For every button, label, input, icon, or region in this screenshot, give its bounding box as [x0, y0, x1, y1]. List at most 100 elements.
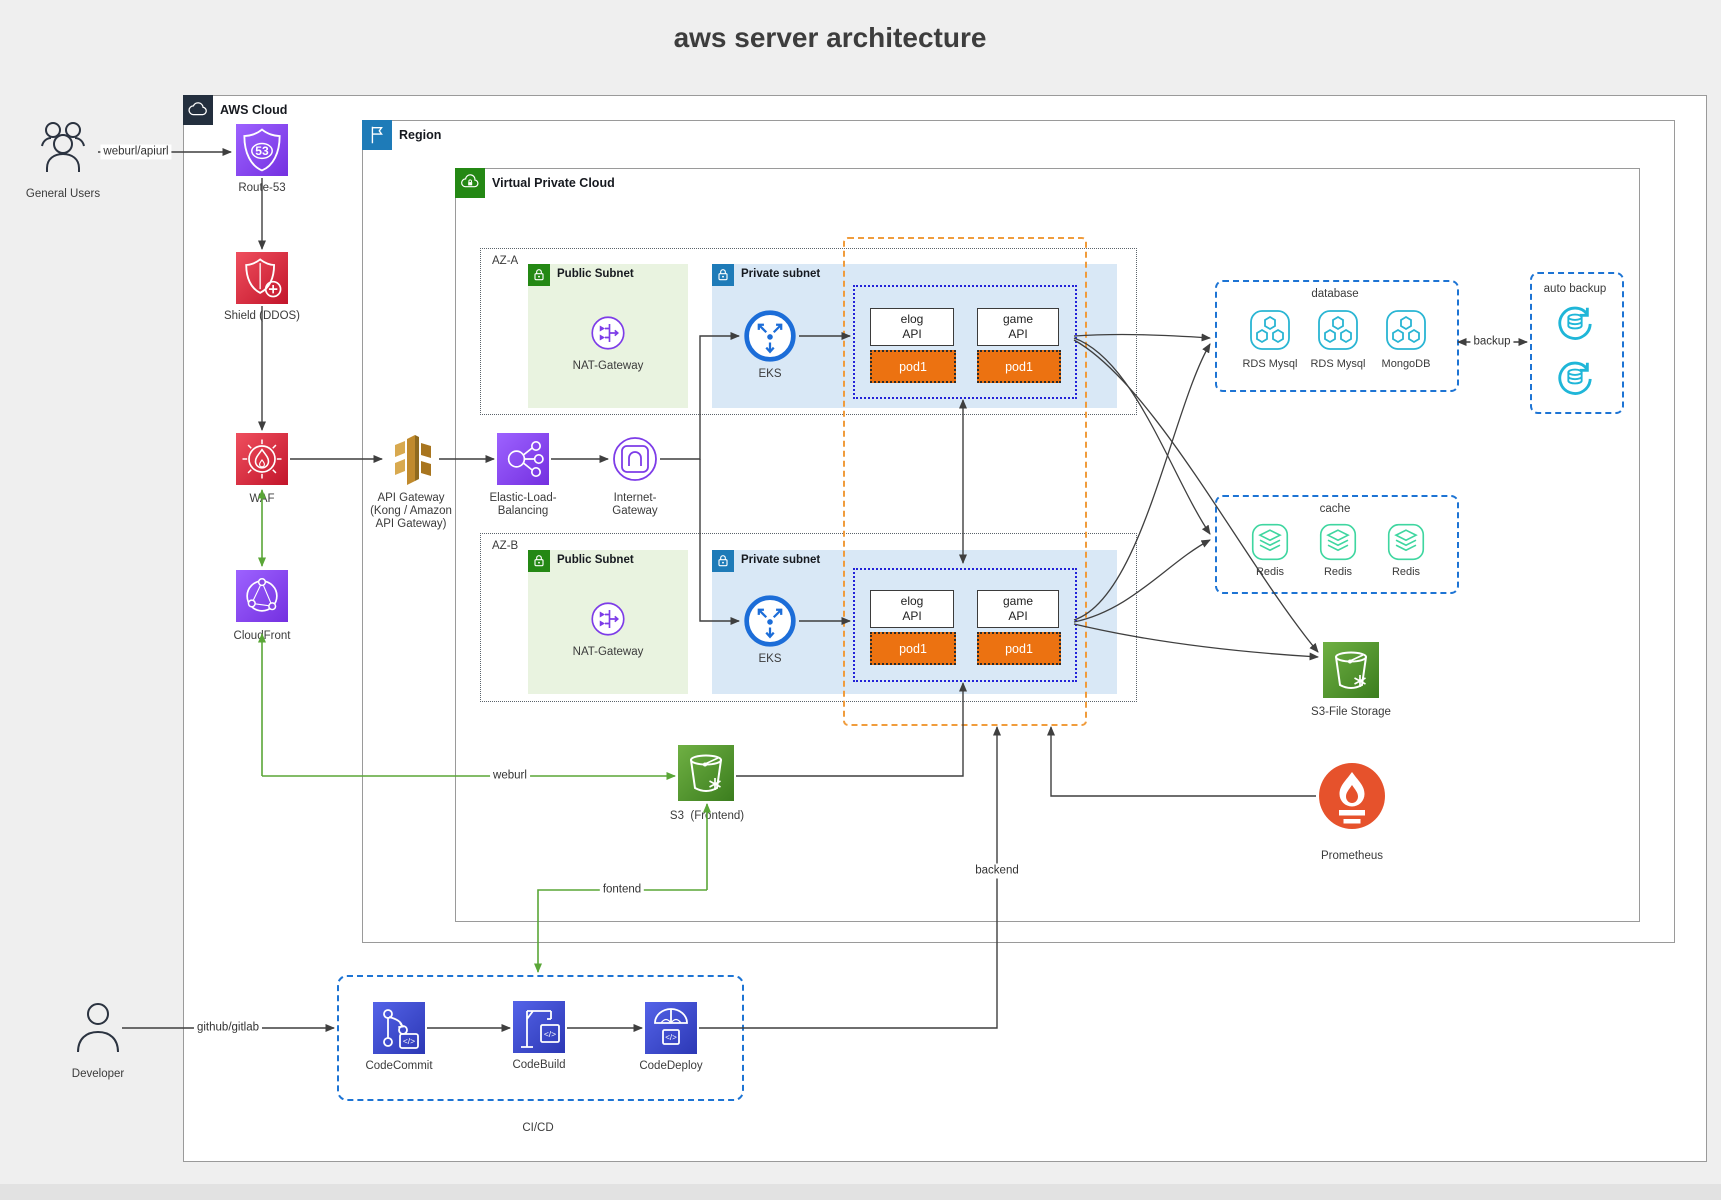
eks-b-icon[interactable]: [742, 593, 798, 649]
game-api-box-b[interactable]: game API: [977, 590, 1059, 628]
database-group-title: database: [1311, 288, 1359, 300]
waf-label: WAF: [249, 493, 275, 505]
codebuild-label: CodeBuild: [512, 1059, 566, 1071]
nat-gateway-a-label: NAT-Gateway: [572, 360, 644, 372]
pod1-box-a1[interactable]: pod1: [870, 350, 956, 383]
backup-restore-icon[interactable]: [1556, 358, 1594, 396]
region-header: Region: [362, 120, 441, 150]
igw-label-1: Internet-: [613, 492, 657, 504]
aws-cloud-icon: [183, 95, 213, 125]
pod1-box-b2[interactable]: pod1: [977, 632, 1061, 665]
public-lock-icon: [528, 550, 550, 572]
s3-frontend-label: S3 (Frontend): [669, 810, 745, 822]
eks-a-icon[interactable]: [742, 308, 798, 364]
s3-file-storage-icon[interactable]: [1323, 642, 1379, 698]
elog-api-box-a[interactable]: elog API: [870, 308, 954, 346]
pod1-label: pod1: [1005, 641, 1033, 656]
rds-mysql-label-1: RDS Mysql: [1242, 358, 1298, 370]
page-title: aws server architecture: [673, 22, 987, 53]
auto-backup-title: auto backup: [1543, 283, 1607, 295]
vpc-label: Virtual Private Cloud: [492, 176, 615, 190]
pod1-box-b1[interactable]: pod1: [870, 632, 956, 665]
game-api-line1: game: [1002, 312, 1034, 326]
cloudfront-label: CloudFront: [233, 630, 291, 642]
public-subnet-b-header: Public Subnet: [528, 550, 634, 572]
elog-api-line2: API: [902, 327, 922, 341]
rds-mysql-icon[interactable]: [1316, 308, 1360, 352]
elb-label-1: Elastic-Load-: [489, 492, 557, 504]
private-subnet-a-header: Private subnet: [712, 264, 820, 286]
game-api-line2: API: [1008, 609, 1028, 623]
codecommit-icon[interactable]: </>: [373, 1002, 425, 1054]
pod1-label: pod1: [1005, 359, 1033, 374]
svg-text:</>: </>: [403, 1036, 415, 1046]
edge-label-github-gitlab: github/gitlab: [193, 1020, 263, 1036]
game-api-line2: API: [1008, 327, 1028, 341]
edge-label-weburl: weburl: [490, 768, 530, 784]
elog-api-line2: API: [902, 609, 922, 623]
edge-label-fontend: fontend: [599, 882, 645, 898]
redis-label-1: Redis: [1255, 566, 1285, 578]
general-users-label: General Users: [25, 188, 101, 200]
edge-label-weburl-apiurl: weburl/apiurl: [100, 144, 172, 160]
pod1-label: pod1: [899, 641, 927, 656]
shield-ddos-icon[interactable]: [236, 252, 288, 304]
public-lock-icon: [528, 264, 550, 286]
backup-restore-icon[interactable]: [1556, 303, 1594, 341]
route53-label: Route-53: [238, 182, 286, 194]
game-api-box-a[interactable]: game API: [977, 308, 1059, 346]
internet-gateway-icon[interactable]: [611, 435, 659, 483]
svg-text:53: 53: [255, 144, 269, 158]
eks-b-label: EKS: [758, 653, 782, 665]
route53-icon[interactable]: 53: [236, 124, 288, 176]
elastic-load-balancing-icon[interactable]: [497, 433, 549, 485]
svg-text:</>: </>: [544, 1029, 556, 1039]
codedeploy-icon[interactable]: </>: [645, 1002, 697, 1054]
elog-api-box-b[interactable]: elog API: [870, 590, 954, 628]
aws-cloud-label: AWS Cloud: [220, 103, 288, 117]
aws-cloud-header: AWS Cloud: [183, 95, 287, 125]
redis-icon[interactable]: [1250, 522, 1290, 562]
private-lock-icon: [712, 264, 734, 286]
codedeploy-label: CodeDeploy: [639, 1060, 703, 1072]
cloudfront-icon[interactable]: [236, 570, 288, 622]
nat-gateway-a-icon[interactable]: [590, 315, 626, 351]
elog-api-line1: elog: [900, 312, 924, 326]
redis-label-2: Redis: [1323, 566, 1353, 578]
svg-text:</>: </>: [665, 1033, 677, 1042]
region-label: Region: [399, 128, 442, 142]
pod1-box-a2[interactable]: pod1: [977, 350, 1061, 383]
public-subnet-a-header: Public Subnet: [528, 264, 634, 286]
redis-icon[interactable]: [1318, 522, 1358, 562]
vpc-cloud-icon: [455, 168, 485, 198]
api-gateway-label-1: API Gateway: [377, 492, 445, 504]
public-subnet-b-label: Public Subnet: [557, 554, 634, 566]
developer-icon[interactable]: [70, 1000, 126, 1060]
private-subnet-a-label: Private subnet: [741, 268, 821, 280]
bottom-strip: [0, 1184, 1721, 1200]
game-api-line1: game: [1002, 594, 1034, 608]
waf-icon[interactable]: [236, 433, 288, 485]
prometheus-label: Prometheus: [1320, 850, 1384, 862]
mongodb-icon[interactable]: [1384, 308, 1428, 352]
edge-label-backend: backend: [972, 863, 1022, 879]
rds-mysql-label-2: RDS Mysql: [1310, 358, 1366, 370]
api-gateway-icon[interactable]: [385, 433, 437, 487]
general-users-icon[interactable]: [30, 116, 96, 182]
vpc-header: Virtual Private Cloud: [455, 168, 615, 198]
s3-frontend-icon[interactable]: [678, 745, 734, 801]
codecommit-label: CodeCommit: [365, 1060, 433, 1072]
codebuild-icon[interactable]: </>: [513, 1001, 565, 1053]
developer-label: Developer: [71, 1068, 125, 1080]
redis-label-3: Redis: [1391, 566, 1421, 578]
redis-icon[interactable]: [1386, 522, 1426, 562]
rds-mysql-icon[interactable]: [1248, 308, 1292, 352]
az-b-label: AZ-B: [492, 540, 519, 552]
nat-gateway-b-label: NAT-Gateway: [572, 646, 644, 658]
private-subnet-b-header: Private subnet: [712, 550, 820, 572]
nat-gateway-b-icon[interactable]: [590, 601, 626, 637]
eks-a-label: EKS: [758, 368, 782, 380]
shield-ddos-label: Shield (DDOS): [223, 310, 301, 322]
prometheus-icon[interactable]: [1317, 761, 1387, 831]
